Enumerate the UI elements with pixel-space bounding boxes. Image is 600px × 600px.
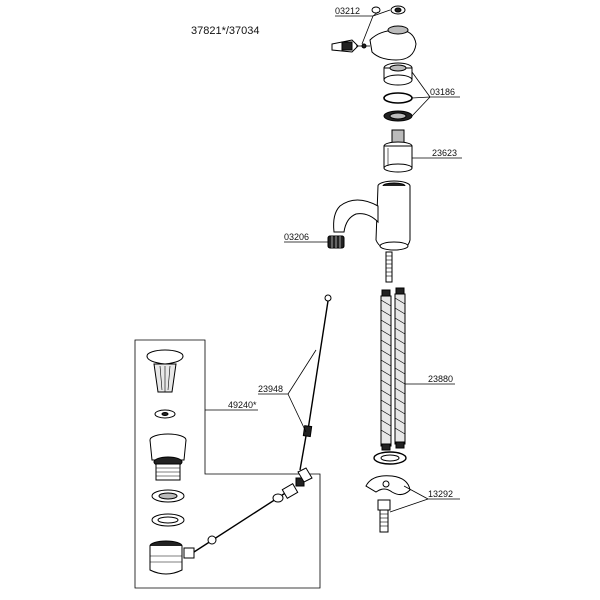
horseshoe-bracket xyxy=(365,475,411,496)
label-23948: 23948 xyxy=(258,384,283,394)
o-rings xyxy=(383,92,413,122)
pivot-rod xyxy=(193,477,305,553)
label-23623: 23623 xyxy=(432,148,457,158)
handle-assembly xyxy=(331,5,417,61)
drain-tailpiece xyxy=(149,540,195,575)
supply-hoses xyxy=(380,287,406,451)
aerator xyxy=(327,235,345,249)
label-23880: 23880 xyxy=(428,374,453,384)
faucet-body xyxy=(333,180,411,251)
retaining-nut xyxy=(383,62,413,86)
label-03212: 03212 xyxy=(335,6,360,16)
label-49240: 49240* xyxy=(228,400,257,410)
drain-set-box xyxy=(134,339,321,589)
mounting-washer xyxy=(373,451,407,465)
drain-gaskets xyxy=(151,489,185,527)
label-13292: 13292 xyxy=(428,489,453,499)
pop-up-plug xyxy=(146,349,184,393)
plug-seal xyxy=(154,409,176,419)
label-03186: 03186 xyxy=(430,87,455,97)
extension-clip xyxy=(297,467,313,483)
drain-flange xyxy=(149,433,187,481)
lift-rod xyxy=(299,294,332,471)
mounting-stud xyxy=(385,251,393,283)
mounting-nut xyxy=(377,499,391,533)
label-03206: 03206 xyxy=(284,232,309,242)
cartridge xyxy=(383,129,413,173)
diagram-title: 37821*/37034 xyxy=(191,25,260,37)
